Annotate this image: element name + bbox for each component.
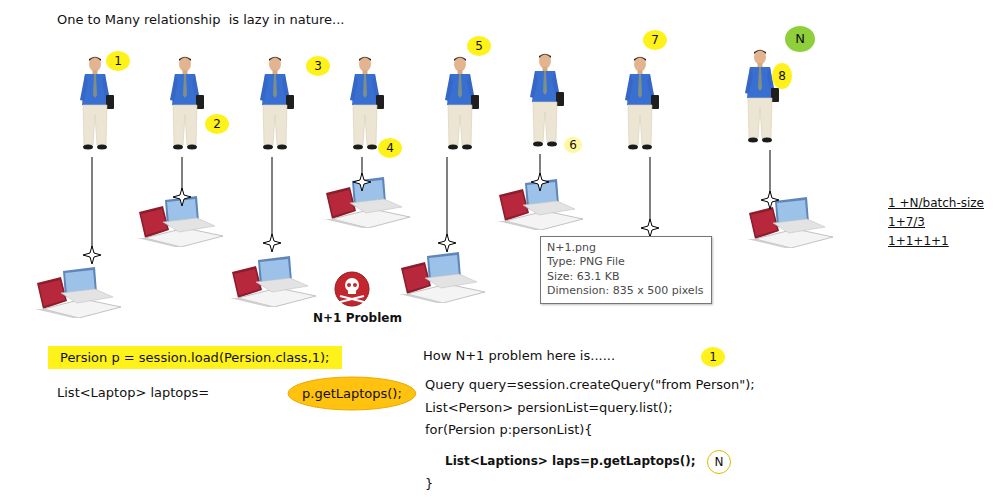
callout-number: N [707, 450, 731, 474]
callout-number: N [785, 26, 815, 52]
person-figures [80, 50, 779, 150]
formula-text: 1+7/3 [888, 215, 925, 229]
callout-number: 2 [205, 114, 229, 134]
title-text: One to Many relationship is lazy in natu… [57, 12, 344, 28]
node-text: Size: 63.1 KB [547, 270, 703, 284]
callout-number: 1 [701, 347, 725, 367]
laptop-groups [35, 177, 833, 318]
callout-number: 5 [467, 36, 491, 56]
callout-number: 6 [564, 137, 582, 153]
highlight-band: Persion p = session.load(Persion.class,1… [48, 346, 342, 369]
formula-text: 1+1+1+1 [888, 234, 949, 248]
callout-number: 1 [106, 51, 130, 71]
code-text: } [425, 476, 433, 492]
heading-text: How N+1 problem here is...... [423, 348, 615, 364]
code-text: List<Person> persionList=query.list(); [425, 400, 673, 416]
highlight-ellipse: p.getLaptops(); [288, 377, 416, 410]
callout-number: 4 [378, 138, 402, 158]
node-text: Dimension: 835 x 500 pixels [547, 284, 703, 298]
code-text: for(Persion p:personList){ [425, 422, 593, 438]
formula-text: 1 +N/batch-size [888, 196, 984, 210]
callout-number: 3 [306, 56, 330, 76]
callout-number: 8 [772, 63, 792, 89]
tooltip-box: N+1.pngType: PNG FileSize: 63.1 KBDimens… [540, 236, 712, 304]
node-text: p.getLaptops(); [302, 386, 402, 401]
tooltip-title: N+1.png [547, 241, 703, 255]
code-text: List<Laptions> laps=p.getLaptops(); [445, 454, 695, 468]
node-text: Type: PNG File [547, 255, 703, 269]
skull-icon [335, 272, 369, 306]
callout-number: 7 [643, 30, 667, 50]
icon-caption: N+1 Problem [313, 311, 402, 325]
code-text: List<Laptop> laptops= [57, 385, 209, 401]
code-text: Query query=session.createQuery("from Pe… [425, 377, 755, 393]
node-text: Persion p = session.load(Persion.class,1… [60, 350, 330, 365]
